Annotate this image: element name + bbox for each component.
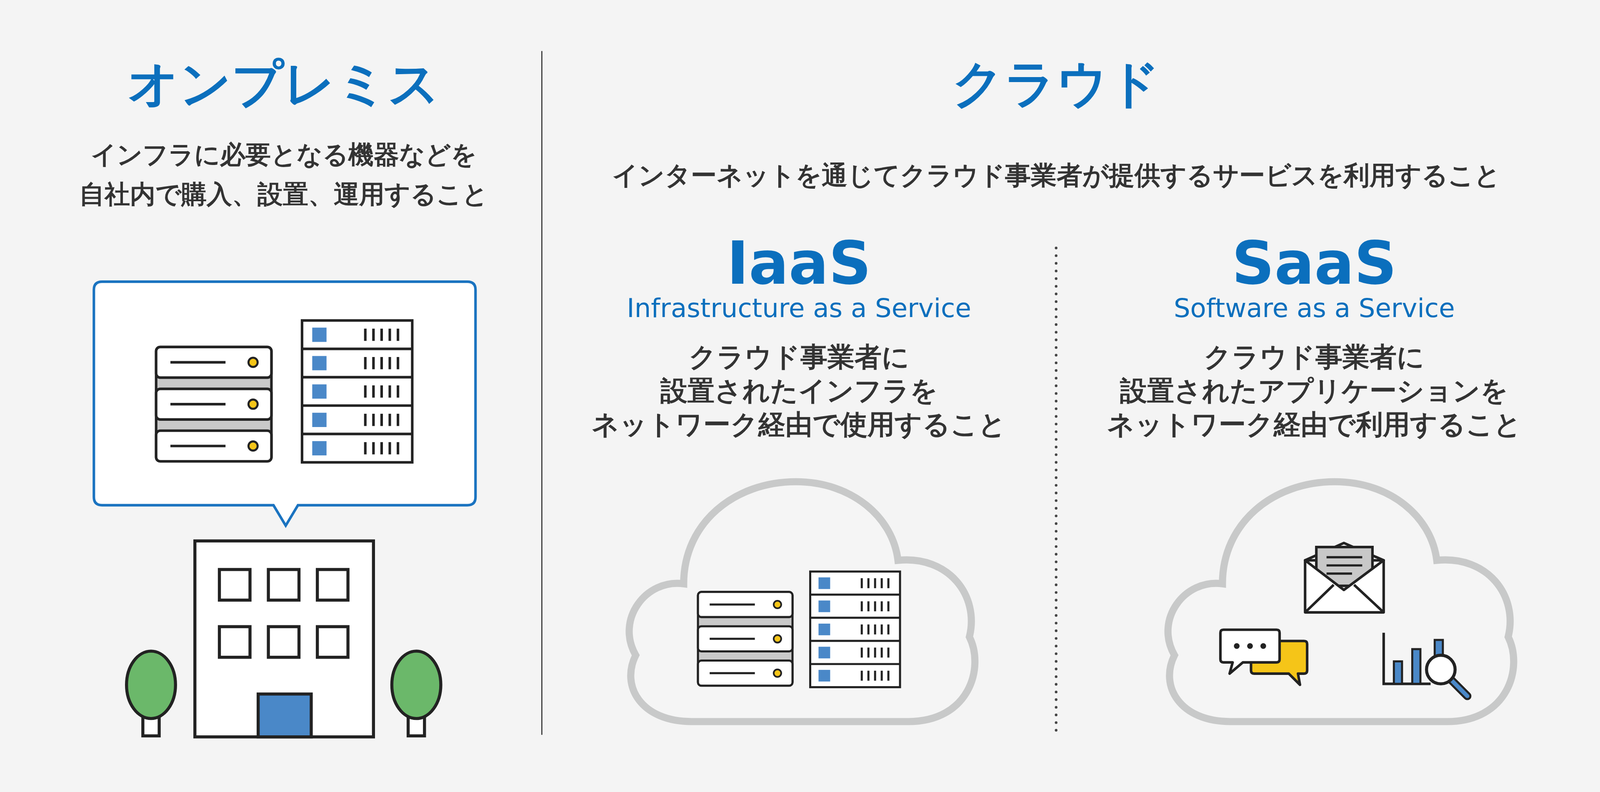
mail-icon <box>1305 542 1384 613</box>
analytics-icon-part <box>1426 655 1456 685</box>
analytics-icon-part <box>1412 649 1421 684</box>
office-building-part <box>258 694 312 738</box>
analytics-icon-part <box>1450 680 1468 697</box>
chat-icon-part <box>1247 643 1253 650</box>
office-building-part <box>268 626 299 658</box>
tree <box>126 651 176 736</box>
mail-icon-part <box>1326 564 1363 567</box>
iaas-cloud-part <box>629 481 975 722</box>
service-acronym: IaaS <box>726 230 872 296</box>
office-building-part <box>268 569 299 600</box>
section-description: インフラに必要となる機器などを 自社内で購入、設置、運用すること <box>66 135 501 215</box>
iaas-cloud <box>629 481 975 722</box>
saas-cloud <box>1167 481 1514 722</box>
tree <box>391 651 441 736</box>
chat-icon-part <box>1233 643 1240 650</box>
mail-icon-part <box>1305 560 1384 613</box>
mail-icon-part <box>1326 556 1363 559</box>
office-building-part <box>195 540 374 737</box>
section-description: インターネットを通じてクラウド事業者が提供するサービスを利用すること <box>612 158 1501 193</box>
server-stack <box>697 592 793 686</box>
speech-bubble-part <box>93 281 476 526</box>
section-divider <box>541 50 543 735</box>
analytics-icon <box>1383 632 1468 697</box>
chat-icon-part <box>1260 643 1267 650</box>
saas-cloud-part <box>1167 481 1514 722</box>
analytics-icon-part <box>1393 661 1403 684</box>
section-heading: オンプレミス <box>127 52 440 115</box>
service-name: Infrastructure as a Service <box>626 292 972 324</box>
mail-icon-part <box>1305 585 1384 613</box>
service-acronym: SaaS <box>1231 230 1397 296</box>
mail-icon-part <box>1326 572 1353 575</box>
chat-icon-part <box>1220 629 1280 674</box>
service-name: Software as a Service <box>1173 292 1455 324</box>
office-building-part <box>219 569 250 600</box>
chat-icon <box>1220 629 1308 685</box>
dotted-divider <box>1055 247 1058 735</box>
office-building-part <box>317 626 348 658</box>
office-building-part <box>219 626 250 658</box>
server-rack <box>302 320 413 463</box>
section-heading: クラウド <box>952 52 1161 115</box>
server-rack <box>810 571 900 688</box>
office-building-part <box>317 569 348 600</box>
tree-part <box>126 651 176 719</box>
tree-part <box>391 651 441 719</box>
office-building <box>195 540 374 737</box>
service-description: クラウド事業者に 設置されたアプリケーションを ネットワーク経由で利用すること <box>1100 340 1528 442</box>
service-description: クラウド事業者に 設置されたインフラを ネットワーク経由で使用すること <box>585 340 1013 442</box>
speech-bubble <box>93 281 476 526</box>
analytics-icon-part <box>1383 632 1431 684</box>
analytics-icon-part <box>1450 680 1468 697</box>
server-stack <box>156 347 272 462</box>
